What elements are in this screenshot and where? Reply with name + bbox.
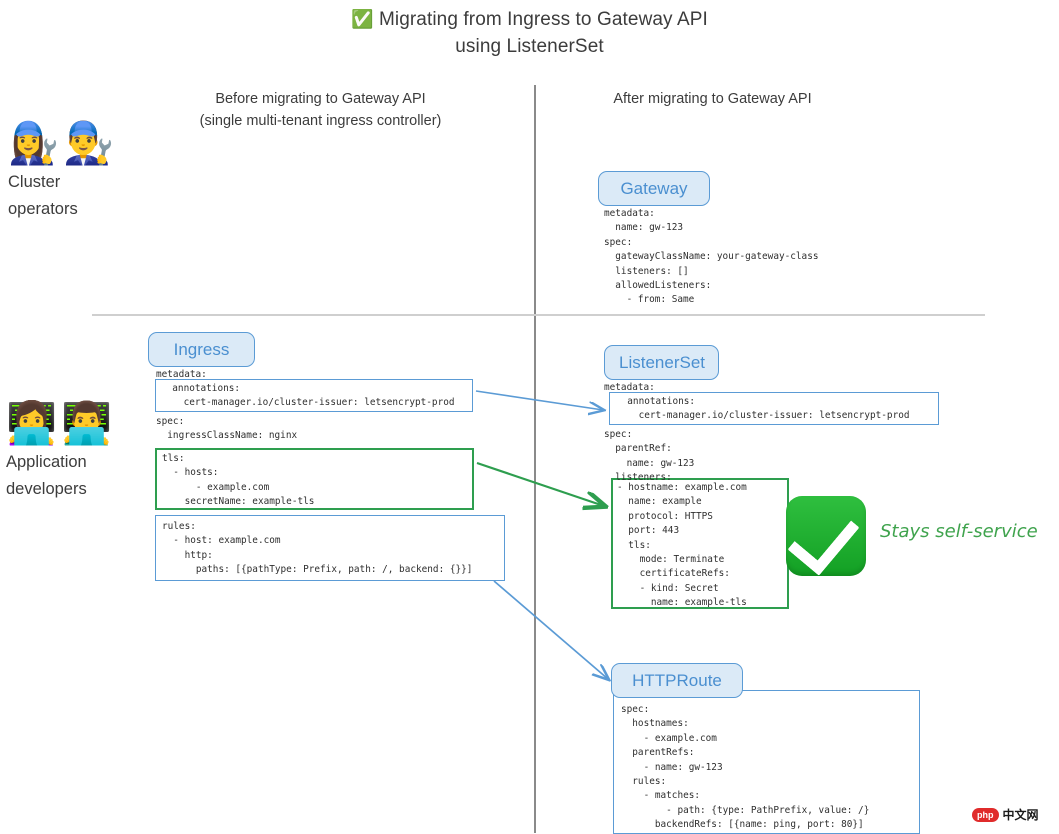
cluster-operators-icon: 👩‍🔧👨‍🔧 <box>8 119 119 167</box>
cluster-operators-label-line-2: operators <box>8 200 78 218</box>
arrow-ingress-annotations-to-listenerset <box>475 390 603 410</box>
ingress-rules-highlight <box>155 515 505 581</box>
listenerset-annotations-highlight <box>609 392 939 425</box>
ingress-pill-label[interactable]: Ingress <box>148 332 255 367</box>
ingress-yaml-rules: rules: - host: example.com http: paths: … <box>162 521 473 576</box>
check-mark-icon: ✅ <box>351 9 374 30</box>
ingress-yaml-metadata: metadata: <box>156 369 207 380</box>
stays-self-service-annotation: Stays self-service <box>880 521 1038 542</box>
column-header-before: Before migrating to Gateway API (single … <box>148 88 493 132</box>
httproute-pill-label[interactable]: HTTPRoute <box>611 663 743 698</box>
listenerset-yaml-listeners: - hostname: example.com name: example pr… <box>617 482 747 609</box>
listenerset-yaml-spec: spec: parentRef: name: gw-123 listeners: <box>604 429 695 484</box>
column-header-before-line-1: Before migrating to Gateway API <box>215 91 426 107</box>
gateway-yaml: metadata: name: gw-123 spec: gatewayClas… <box>604 208 819 306</box>
arrow-ingress-tls-to-listenerset-listeners <box>476 461 604 506</box>
page-title: ✅ Migrating from Ingress to Gateway API … <box>0 6 1059 60</box>
page-title-line-2: using ListenerSet <box>455 36 604 57</box>
application-developers-icon: 👩‍💻👨‍💻 <box>6 399 117 447</box>
gateway-pill-label[interactable]: Gateway <box>598 171 710 206</box>
listenerset-yaml-metadata: metadata: <box>604 382 655 393</box>
listenerset-pill-label[interactable]: ListenerSet <box>604 345 719 380</box>
ingress-yaml-tls: tls: - hosts: - example.com secretName: … <box>162 453 315 508</box>
watermark-cn-text: 中文网 <box>1002 808 1039 822</box>
column-header-after: After migrating to Gateway API <box>575 88 850 110</box>
page-title-text-1: Migrating from Ingress to Gateway API <box>378 9 708 30</box>
check-tick-shape <box>787 501 860 576</box>
vertical-divider <box>534 85 536 833</box>
ingress-yaml-annotations: annotations: cert-manager.io/cluster-iss… <box>172 383 455 409</box>
watermark-php-badge: php <box>972 807 999 822</box>
persona-application-developers: 👩‍💻👨‍💻 Application developers <box>6 398 116 502</box>
cluster-operators-label-line-1: Cluster <box>8 173 61 191</box>
httproute-yaml: spec: hostnames: - example.com parentRef… <box>621 704 870 831</box>
green-check-badge-icon <box>786 496 866 576</box>
application-developers-label-line-1: Application <box>6 453 87 471</box>
page-title-line-1: ✅ Migrating from Ingress to Gateway API <box>0 6 1059 33</box>
column-header-after-line-1: After migrating to Gateway API <box>613 91 812 107</box>
listenerset-yaml-annotations: annotations: cert-manager.io/cluster-iss… <box>627 396 910 422</box>
arrow-ingress-rules-to-httproute <box>493 580 608 679</box>
column-header-before-line-2: (single multi-tenant ingress controller) <box>199 113 442 129</box>
horizontal-divider <box>92 314 985 316</box>
ingress-annotations-highlight <box>155 379 473 412</box>
ingress-tls-highlight <box>155 448 474 510</box>
watermark: php 中文网 <box>972 806 1039 823</box>
ingress-yaml-spec: spec: ingressClassName: nginx <box>156 416 298 442</box>
persona-cluster-operators: 👩‍🔧👨‍🔧 Cluster operators <box>8 118 118 222</box>
application-developers-label-line-2: developers <box>6 480 87 498</box>
